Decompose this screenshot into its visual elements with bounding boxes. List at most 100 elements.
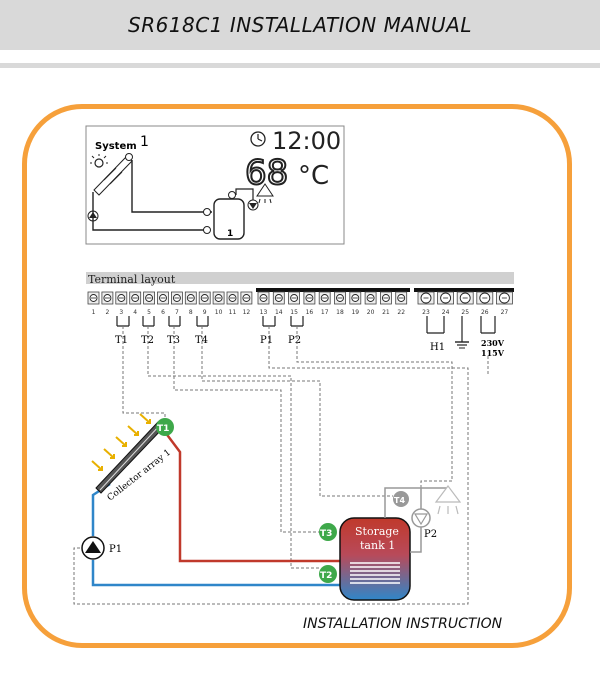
terminal-number: 7 [175,309,179,316]
terminal-label-t2: T2 [141,335,154,346]
voltage-115: 115V [481,348,505,358]
voltage-230: 230V [481,338,505,348]
pump-p1-label: P1 [109,544,122,555]
terminal-number: 18 [336,309,344,316]
terminal-screw-18 [334,291,346,305]
terminal-labels: T1 T2 T3 T4 P1 P2 H1 230V 115V [115,316,505,358]
clock-icon [250,131,266,147]
terminal-screw-8 [184,291,197,305]
terminal-screw-16 [303,291,316,305]
mini-sensor-t4 [228,191,236,199]
terminal-screw-23 [417,291,435,305]
header-rule [0,63,600,68]
terminal-screw-26 [476,291,494,305]
system-number: 1 [140,134,149,150]
sensor-t4: T4 [393,491,409,507]
shower-icon [434,485,462,515]
terminal-label-t4: T4 [195,335,208,346]
mini-tank [213,198,245,240]
terminal-number: 3 [119,309,123,316]
pump-p1-icon [85,541,101,553]
svg-text:T1: T1 [157,424,169,434]
terminal-screw-4 [129,291,142,305]
tank-label-line1: Storage [355,525,399,538]
ground-icon [455,316,469,349]
wire-t1 [122,326,166,420]
sensor-t1: T1 [156,418,174,436]
terminal-screw-9 [198,291,211,305]
signal-wires [73,326,489,605]
terminal-number: 2 [105,309,109,316]
mini-sensor-t3 [203,208,211,216]
terminal-number: 4 [133,309,137,316]
terminal-screw-20 [364,291,377,305]
wire-t2 [147,326,321,569]
footer-caption: INSTALLATION INSTRUCTION [303,616,503,632]
terminal-number: 15 [290,309,298,316]
pump-p2-icon [413,513,429,526]
sun-rays-icon [91,413,151,471]
storage-tank: Storage tank 1 [339,517,411,601]
terminal-screw-27 [495,291,513,305]
terminal-screw-5 [143,291,156,305]
wire-p1 [73,326,469,605]
pump-p2: P2 [411,508,437,540]
terminal-number: 17 [321,309,329,316]
terminal-screw-25 [456,291,474,305]
terminal-number: 10 [215,309,223,316]
terminal-screw-10 [212,291,225,305]
display-time: 12:00 [272,127,341,155]
mini-tank-number: 1 [227,229,233,239]
terminal-screw-14 [272,291,285,305]
wire-t3 [173,326,321,533]
diagram-frame [22,104,572,648]
terminal-number: 9 [203,309,207,316]
terminal-number: 27 [501,309,509,316]
terminal-number: 13 [260,309,268,316]
page-title: SR618C1 INSTALLATION MANUAL [128,13,472,37]
header-bar: SR618C1 INSTALLATION MANUAL [0,0,600,50]
tank-label-line2: tank 1 [360,539,395,552]
pump-p1: P1 [81,536,122,560]
terminal-number: 24 [442,309,450,316]
cold-return-pipe [91,482,345,587]
hot-flow-pipe [161,427,345,563]
terminal-number: 11 [229,309,237,316]
wire-t4 [201,326,393,497]
terminal-screw-12 [240,291,253,305]
terminal-label-p1: P1 [260,335,273,346]
terminal-screw-15 [288,291,301,305]
terminal-number: 8 [189,309,193,316]
terminal-screw-3 [115,291,128,305]
terminal-number: 6 [161,309,165,316]
terminal-screw-1 [87,291,100,305]
controller-display: System 1 12:00 68 °C [85,125,345,245]
mini-flow-pipe [131,160,212,213]
terminal-number: 26 [481,309,489,316]
mini-return-pipe [92,192,210,231]
sensor-t3: T3 [319,523,337,541]
terminal-number: 1 [92,309,96,316]
terminal-label-t1: T1 [115,335,128,346]
svg-text:T3: T3 [320,529,332,539]
terminal-number: 12 [243,309,251,316]
terminal-number: 23 [422,309,430,316]
mini-sensor-t1 [125,153,133,161]
display-temperature-unit: °C [298,161,329,191]
terminal-screw-6 [157,291,169,305]
terminal-screw-17 [318,291,331,305]
terminal-screw-22 [395,291,408,305]
mini-sensor-t2 [203,226,211,234]
terminal-screw-24 [437,291,455,305]
terminal-number: 25 [461,309,469,316]
terminal-label-h1: H1 [430,342,445,353]
terminal-label-t3: T3 [167,335,180,346]
svg-text:T2: T2 [320,571,332,581]
terminal-screw-7 [170,291,183,305]
terminal-header-bar [86,272,514,284]
pump-p2-label: P2 [424,529,437,540]
terminal-label-p2: P2 [288,335,301,346]
